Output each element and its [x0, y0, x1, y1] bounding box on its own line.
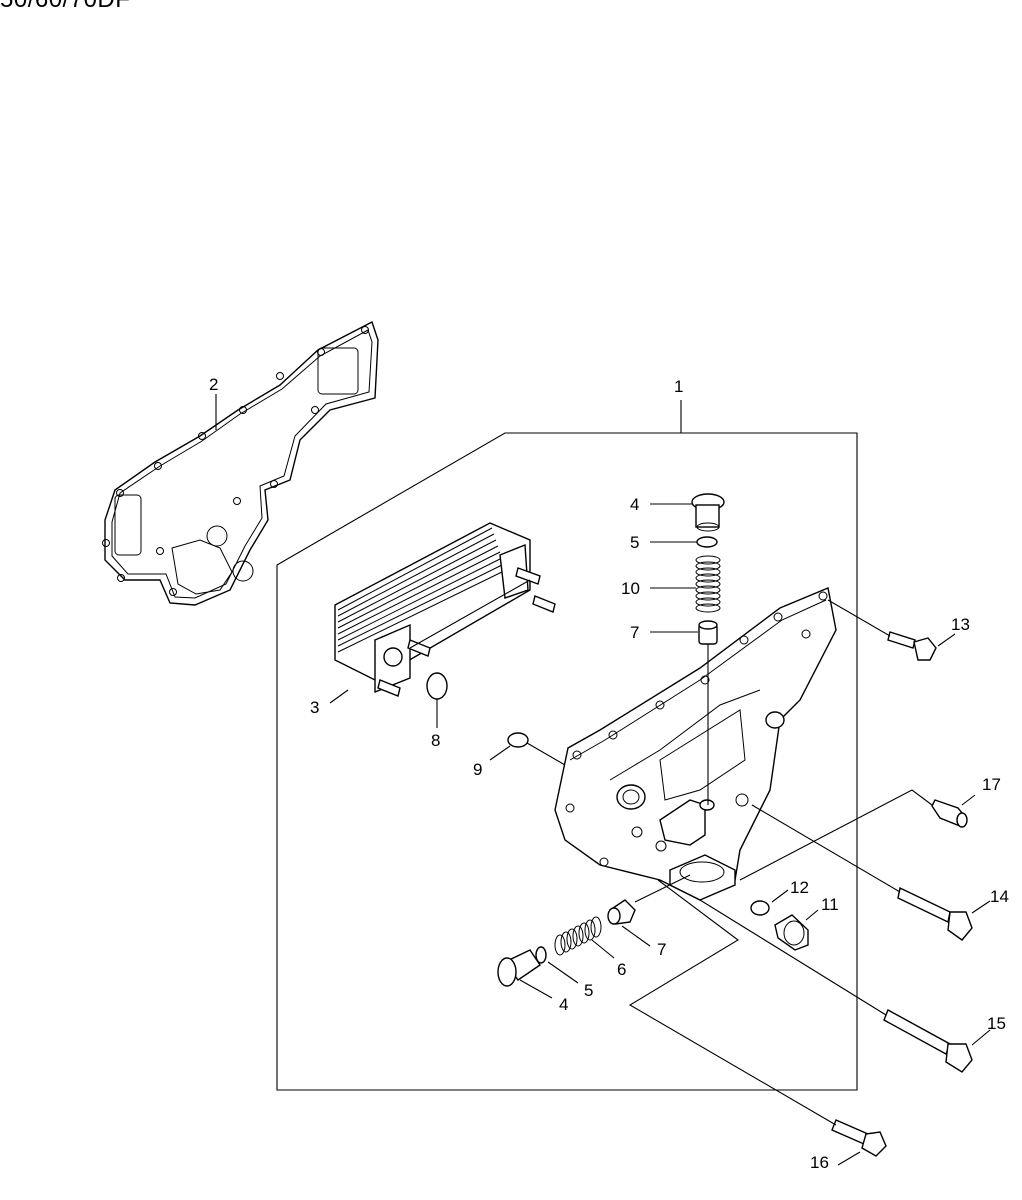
o-ring-8 — [426, 672, 448, 700]
callout-1: 1 — [674, 377, 683, 396]
bolt-13 — [887, 631, 937, 661]
sensor-17 — [931, 799, 968, 828]
callout-14: 14 — [990, 887, 1009, 906]
callout-5-lower: 5 — [584, 981, 593, 1000]
lower-valve-7 — [607, 899, 636, 925]
callout-2: 2 — [209, 375, 218, 394]
callout-16: 16 — [810, 1153, 829, 1172]
plug-11 — [774, 914, 809, 951]
ring-12 — [750, 900, 770, 916]
callout-6: 6 — [617, 960, 626, 979]
callout-7-lower: 7 — [657, 940, 666, 959]
model-title: 50/60/70DF — [0, 0, 130, 14]
callout-4: 4 — [630, 495, 639, 514]
o-ring-9 — [507, 732, 529, 748]
callout-4-lower: 4 — [559, 995, 568, 1014]
upper-ring-5 — [696, 536, 718, 548]
callout-11: 11 — [821, 895, 839, 914]
callout-12: 12 — [790, 878, 809, 897]
oil-filter-housing — [554, 587, 837, 901]
callout-17: 17 — [982, 775, 1001, 794]
callout-15: 15 — [987, 1014, 1006, 1033]
lower-ring-5 — [535, 946, 547, 964]
spring-6 — [554, 916, 602, 956]
bolt-15 — [883, 1009, 973, 1073]
callout-10: 10 — [621, 579, 640, 598]
callout-8: 8 — [431, 731, 440, 750]
callout-9: 9 — [473, 760, 482, 779]
callout-3: 3 — [310, 698, 319, 717]
assembly-frame — [276, 432, 858, 1091]
bolt-16 — [831, 1119, 887, 1157]
callout-13: 13 — [951, 615, 970, 634]
spring-10 — [695, 555, 721, 613]
gasket — [102, 321, 379, 606]
upper-plug-4 — [691, 493, 725, 532]
callout-5: 5 — [630, 533, 639, 552]
lower-plug-4 — [497, 949, 541, 987]
oil-cooler — [334, 522, 556, 697]
upper-valve-7 — [698, 620, 718, 645]
callout-7: 7 — [630, 623, 639, 642]
bolt-14 — [897, 886, 973, 941]
